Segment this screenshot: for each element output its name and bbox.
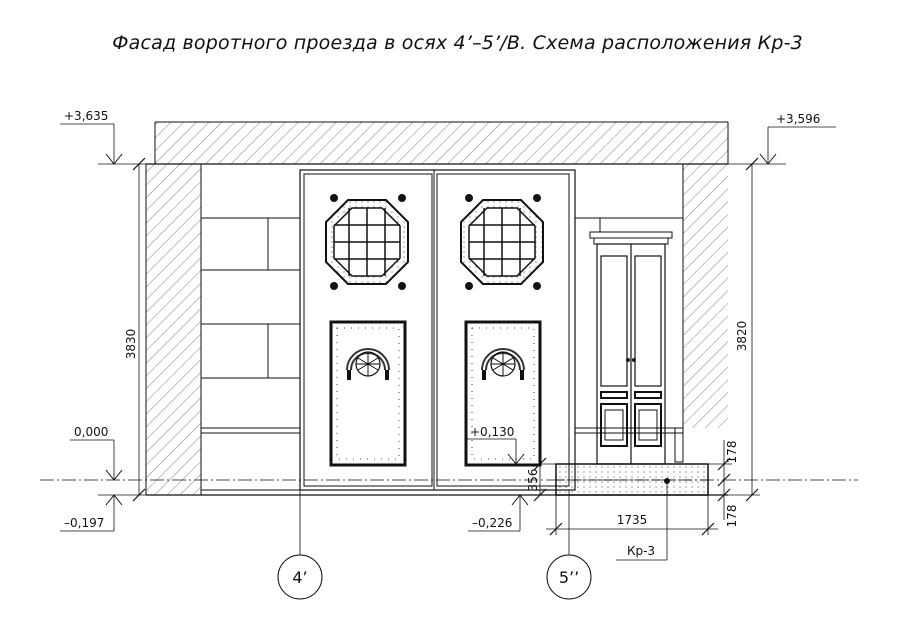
masonry-blocks — [201, 217, 684, 463]
dimension-left-height: 3830 — [124, 157, 146, 502]
level-mark-top-right: +3,596 — [728, 112, 836, 165]
slab-kr3 — [555, 463, 709, 496]
svg-text:+3,635: +3,635 — [64, 109, 108, 123]
svg-text:178: 178 — [725, 505, 739, 528]
dimension-step-height: 356 — [526, 457, 547, 502]
svg-text:3830: 3830 — [124, 329, 138, 360]
svg-text:Кр-3: Кр-3 — [627, 544, 655, 558]
level-mark-right-bottom: –0,226 — [468, 494, 529, 532]
svg-text:+3,596: +3,596 — [776, 112, 820, 126]
level-mark-top-left: +3,635 — [60, 109, 146, 165]
side-door — [589, 231, 673, 465]
svg-text:1735: 1735 — [617, 513, 648, 527]
axis-marker-left: 4’ — [277, 554, 323, 600]
axis-marker-right: 5’’ — [546, 554, 592, 600]
svg-text:0,000: 0,000 — [74, 425, 108, 439]
level-mark-left-bottom: –0,197 — [60, 494, 146, 532]
left-leaf-window — [325, 194, 409, 290]
ground-lines — [40, 479, 858, 555]
svg-text:5’’: 5’’ — [559, 568, 579, 587]
right-leaf-window — [460, 194, 544, 290]
dimension-slab-width: 1735 — [546, 495, 718, 536]
svg-text:3820: 3820 — [735, 321, 749, 352]
level-mark-zero: 0,000 — [70, 425, 123, 481]
right-leaf-panel — [464, 320, 542, 467]
svg-text:356: 356 — [526, 469, 540, 492]
svg-text:+0,130: +0,130 — [470, 425, 514, 439]
left-leaf-panel — [329, 320, 407, 467]
svg-text:–0,226: –0,226 — [472, 516, 512, 530]
svg-text:4’: 4’ — [292, 568, 307, 587]
wall-hatching — [145, 121, 729, 495]
drawing-title: Фасад воротного проезда в осях 4’–5’/В. … — [112, 32, 803, 54]
svg-text:178: 178 — [725, 441, 739, 464]
callout-kr3: Кр-3 — [616, 481, 668, 561]
dimension-right-height: 3820 — [728, 157, 760, 502]
svg-text:–0,197: –0,197 — [64, 516, 104, 530]
dimension-slab-thickness: 178 178 — [708, 440, 739, 527]
level-mark-step: +0,130 — [466, 425, 556, 465]
